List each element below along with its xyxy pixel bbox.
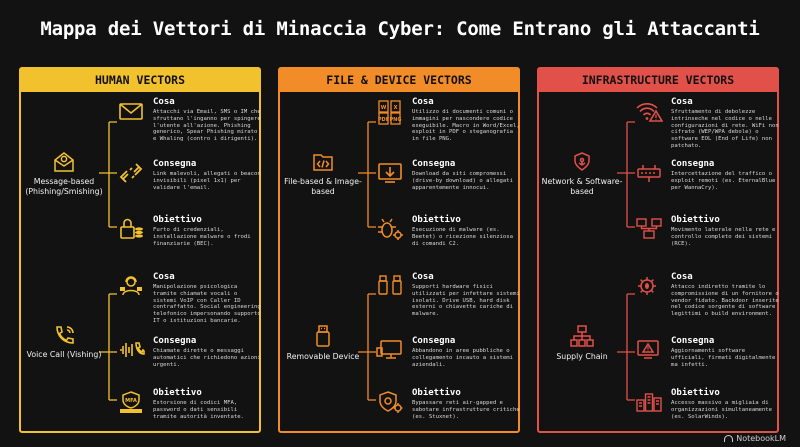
connector-lines — [99, 293, 117, 401]
usb-computer-icon — [376, 340, 402, 359]
item-text: Supporti hardware fisici utilizzati per … — [412, 284, 520, 318]
vector-root: Supply Chain — [541, 324, 623, 362]
item-label: Obiettivo — [153, 388, 202, 398]
column-heading: FILE & DEVICE VECTORS — [280, 69, 518, 92]
item-text: Bypassare reti air-gapped e sabotare inf… — [412, 400, 520, 420]
notebooklm-watermark: NotebookLM — [724, 434, 786, 443]
svg-text:W: W — [381, 105, 387, 111]
item-label: Consegna — [412, 336, 456, 346]
shield-gear-icon — [379, 391, 403, 413]
item-text: Chiamate dirette o messaggi automatici c… — [153, 348, 261, 368]
connector-lines — [617, 121, 635, 228]
svg-text:PNG: PNG — [390, 117, 402, 123]
item-text: Manipolazione psicologica tramite chiama… — [153, 284, 261, 324]
vector-root-label: Message-based (Phishing/Smishing) — [25, 177, 103, 196]
svg-text:MFA: MFA — [125, 398, 137, 404]
padlock-coins-icon — [120, 218, 143, 239]
wifi-warning-icon — [636, 103, 663, 122]
item-label: Consegna — [671, 336, 715, 346]
download-icon — [378, 163, 402, 183]
item-text: Estorsione di codici MFA, password o dat… — [153, 400, 244, 420]
column-heading: INFRASTRUCTURE VECTORS — [539, 69, 777, 92]
item-text: Esecuzione di malware (es. Beetet) o ric… — [412, 227, 514, 247]
vector-root-label: Network & Software-based — [541, 177, 623, 196]
item-label: Cosa — [671, 97, 693, 107]
item-label: Consegna — [153, 336, 197, 346]
column-file-device-vectors: FILE & DEVICE VECTORS File-based & Image… — [278, 67, 520, 433]
gear-bug-icon — [638, 277, 656, 295]
vector-root: Voice Call (Vishing) — [23, 324, 105, 360]
item-text: Download da siti compromessi (drive-by d… — [412, 171, 514, 191]
item-label: Obiettivo — [153, 215, 202, 225]
vector-group-message-based: Message-based (Phishing/Smishing) Cosa A… — [21, 97, 261, 262]
item-text: Movimento laterale nella rete e controll… — [671, 227, 776, 247]
item-label: Cosa — [412, 97, 434, 107]
item-text: Link malevoli, allegati o beacon invisib… — [153, 171, 261, 191]
item-text: Utilizzo di documenti comuni o immagini … — [412, 109, 520, 143]
vector-group-voice-call: Voice Call (Vishing) Cosa Manipolazione … — [21, 272, 261, 432]
bug-gear-icon — [378, 218, 403, 240]
vector-root-label: File-based & Image-based — [284, 177, 362, 196]
connector-lines — [99, 121, 117, 228]
item-label: Cosa — [153, 272, 175, 282]
column-infrastructure-vectors: INFRASTRUCTURE VECTORS Network & Softwar… — [537, 67, 779, 433]
network-shield-icon — [574, 152, 590, 171]
network-switch-icon — [637, 165, 661, 182]
item-label: Obiettivo — [412, 388, 461, 398]
usb-ports-icon — [378, 275, 402, 295]
vector-root: Message-based (Phishing/Smishing) — [23, 151, 105, 197]
page-title: Mappa dei Vettori di Minaccia Cyber: Com… — [40, 18, 760, 40]
phone-call-icon — [56, 326, 74, 344]
item-label: Cosa — [153, 97, 175, 107]
notebooklm-logo-icon — [724, 435, 734, 442]
supply-chain-icon — [570, 325, 594, 347]
vector-group-removable-device: Removable Device Cosa Supporti hardware … — [280, 272, 520, 432]
item-label: Obiettivo — [671, 215, 720, 225]
usb-drive-icon — [316, 325, 330, 347]
vector-group-supply-chain: Supply Chain Cosa Attacco indiretto tram… — [539, 272, 779, 432]
connector-lines — [358, 121, 376, 228]
vector-root-label: Supply Chain — [556, 352, 608, 361]
item-text: Furto di credenziali, installazione malw… — [153, 227, 251, 247]
item-label: Consegna — [153, 159, 197, 169]
people-headset-icon — [120, 276, 142, 296]
item-text: Attacco indiretto tramite lo compromissi… — [671, 284, 779, 318]
item-text: Accesso massivo a migliaia di organizzaz… — [671, 400, 773, 420]
item-text: Attacchi via Email, SMS o IM che sfrutta… — [153, 109, 261, 143]
item-text: Abbandono in aree pubbliche o collegamen… — [412, 348, 514, 368]
item-label: Obiettivo — [671, 388, 720, 398]
svg-text:PDF: PDF — [378, 117, 389, 123]
item-text: Sfruttamento di debolezze intrinseche ne… — [671, 109, 779, 149]
item-label: Cosa — [671, 272, 693, 282]
item-label: Obiettivo — [412, 215, 461, 225]
voice-wave-phone-icon — [120, 342, 145, 357]
vector-root: Removable Device — [282, 324, 364, 362]
connector-lines — [617, 293, 635, 401]
svg-text:X: X — [394, 105, 398, 111]
vector-group-network-software: Network & Software-based Cosa Sfruttamen… — [539, 97, 779, 262]
vector-root: File-based & Image-based — [282, 151, 364, 197]
column-heading: HUMAN VECTORS — [21, 69, 259, 92]
code-folder-icon — [313, 154, 333, 171]
item-text: Intercettazione del traffico o exploit r… — [671, 171, 776, 191]
email-envelope-icon — [54, 152, 74, 172]
update-warning-icon — [637, 340, 659, 359]
item-label: Consegna — [671, 159, 715, 169]
vector-root: Network & Software-based — [541, 151, 623, 197]
item-text: Aggiornamenti software ufficiali, firmat… — [671, 348, 776, 368]
organizations-icon — [636, 393, 662, 412]
vector-root-label: Voice Call (Vishing) — [26, 350, 102, 359]
connector-lines — [358, 293, 376, 401]
broken-link-icon — [119, 163, 143, 183]
mail-envelope-icon — [119, 103, 143, 120]
watermark-label: NotebookLM — [736, 434, 786, 443]
computer-network-icon — [636, 218, 662, 239]
item-label: Cosa — [412, 272, 434, 282]
item-label: Consegna — [412, 159, 456, 169]
mfa-code-icon: MFA — [120, 391, 142, 413]
vector-root-label: Removable Device — [286, 352, 360, 361]
column-human-vectors: HUMAN VECTORS Message-based (Phishing/Sm… — [19, 67, 261, 433]
